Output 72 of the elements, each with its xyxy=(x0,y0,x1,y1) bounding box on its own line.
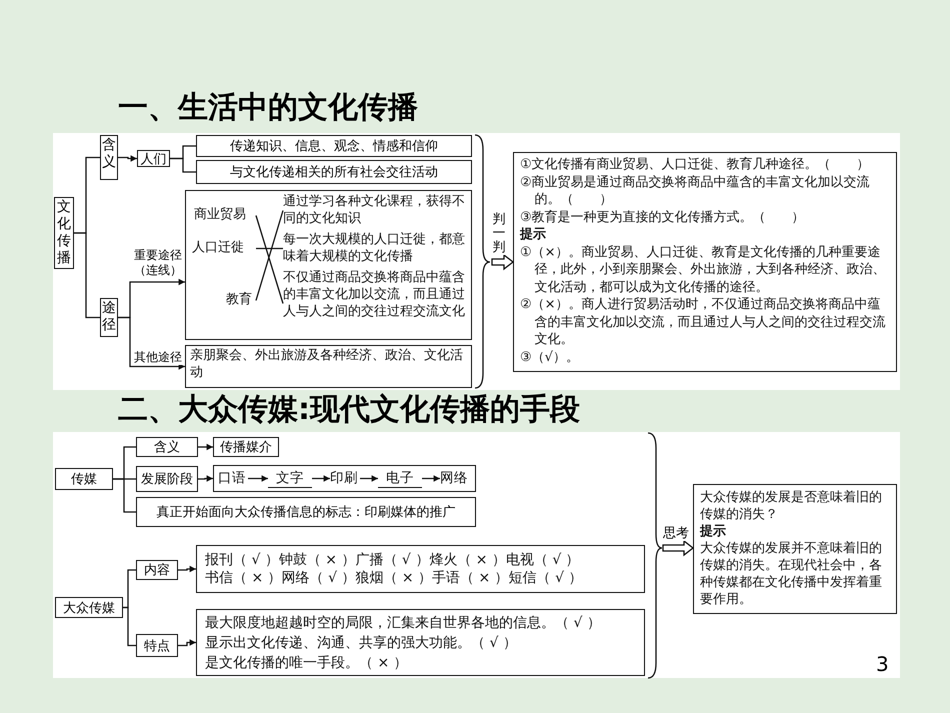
stage-chain-box xyxy=(213,465,476,492)
answer-line: 报刊（ √ ）钟鼓（ × ）广播（ √ ）烽火（ × ）电视（ √ ） xyxy=(205,551,581,569)
question-text: ①文化传播有商业贸易、人口迁徙、教育几种途径。（ ） xyxy=(520,156,871,174)
stage-text: 印刷 xyxy=(330,469,360,488)
question-text: ②商业贸易是通过商品交换将商品中蕴含的丰富文化加以交流的。（ ） xyxy=(520,174,871,208)
answer-text: ①（×）。商业贸易、人口迁徙、教育是文化传播的几种重要途径，此外，小到亲朋聚会、外出旅游，大到各种经济、政治、文化活动，都可以成为文化传播的途径。 xyxy=(520,244,886,296)
curly-brace xyxy=(474,134,492,390)
stage-text: 网络 xyxy=(440,469,470,488)
arrow xyxy=(198,444,213,450)
label-box: 内容 xyxy=(136,560,178,580)
connector-line xyxy=(113,478,136,513)
answer-box xyxy=(196,609,645,676)
edge-label: 重要途径（连线） xyxy=(131,248,185,278)
answer-box xyxy=(693,484,897,614)
arrow xyxy=(360,475,378,482)
label-box: 传播媒介 xyxy=(213,437,279,457)
option-text: 教育 xyxy=(226,291,256,310)
answer-line: 最大限度地超越时空的局限，汇集来自世界各地的信息。（ √ ） xyxy=(205,614,602,633)
section-heading: 一、生活中的文化传播 xyxy=(118,89,419,127)
option-text: 每一次大规模的人口迁徙，都意味着大规模的文化传播 xyxy=(283,231,467,266)
arrow xyxy=(118,316,185,370)
matching-panel xyxy=(185,190,472,340)
connector-line xyxy=(170,158,196,173)
text-box: 传递知识、信息、观念、情感和信仰 xyxy=(196,135,472,157)
block-arrow xyxy=(491,254,514,270)
text-box: 亲朋聚会、外出旅游及各种经济、政治、文化活动 xyxy=(185,345,472,388)
hint-heading: 提示 xyxy=(520,226,547,244)
answer-box xyxy=(196,545,645,593)
option-text: 人口迁徙 xyxy=(192,239,256,258)
question-text: 大众传媒的发展是否意味着旧的传媒的消失？ xyxy=(700,489,883,523)
option-text: 不仅通过商品交换将商品中蕴含的丰富文化加以交流，而且通过人与人之间的交往过程交流文化 xyxy=(283,269,467,338)
text-box: 与文化传递相关的所有社会交往活动 xyxy=(196,160,472,184)
answer-box xyxy=(513,152,897,372)
vertical-label-box: 文化传播 xyxy=(54,197,74,269)
fill-in-answer: 电子 xyxy=(378,469,422,488)
vertical-label-box: 途径 xyxy=(100,298,118,337)
answer-text: 大众传媒的发展并不意味着旧的传媒的消失。在现代社会中，各种传媒都在文化传播中发挥着重要作用。 xyxy=(700,540,883,608)
label-box: 人们 xyxy=(137,150,170,167)
edge-label: 判一判 xyxy=(492,213,506,255)
stage-text: 口语 xyxy=(218,469,248,488)
label-box: 特点 xyxy=(136,634,178,657)
arrow xyxy=(248,475,268,482)
answer-line: 显示出文化传递、沟通、共享的强大功能。（ √ ） xyxy=(205,634,518,653)
hint-heading: 提示 xyxy=(700,523,727,540)
arrow xyxy=(178,639,196,646)
arrow xyxy=(198,475,213,482)
label-box: 大众传媒 xyxy=(55,597,123,618)
connector-line xyxy=(74,232,100,318)
arrow xyxy=(422,475,440,482)
connector-line xyxy=(123,606,136,646)
answer-text: ③（√）。 xyxy=(520,348,580,366)
fill-in-answer: 文字 xyxy=(268,469,312,488)
edge-label: 其他途径 xyxy=(131,350,185,365)
answer-text: ②（×）。商人进行贸易活动时，不仅通过商品交换将商品中蕴含的丰富文化加以交流，而且通过人与人之间的交往过程交流文化。 xyxy=(520,296,886,348)
arrow xyxy=(178,566,196,572)
option-text: 商业贸易 xyxy=(194,206,256,225)
answer-line: 书信（ × ）网络（ √ ）狼烟（ × ）手语（ × ）短信（ √ ） xyxy=(205,569,584,587)
question-text: ③教育是一种更为直接的文化传播方式。（ ） xyxy=(520,208,806,226)
section-heading: 二、大众传媒:现代文化传播的手段 xyxy=(118,391,581,429)
arrow xyxy=(312,475,330,482)
answer-line: 是文化传播的唯一手段。（ × ） xyxy=(205,654,409,673)
label-box: 传媒 xyxy=(55,468,113,490)
option-text: 通过学习各种文化课程，获得不同的文化知识 xyxy=(283,193,467,228)
curly-brace xyxy=(647,432,663,680)
connector-line xyxy=(256,248,283,250)
arrow xyxy=(118,155,137,162)
label-box: 含义 xyxy=(136,437,198,457)
vertical-label-box: 含义 xyxy=(100,135,118,180)
block-arrow xyxy=(662,540,694,556)
label-box: 发展阶段 xyxy=(136,466,198,492)
text-box: 真正开始面向大众传播信息的标志：印刷媒体的推广 xyxy=(136,497,476,527)
page-number: 3 xyxy=(876,652,890,678)
